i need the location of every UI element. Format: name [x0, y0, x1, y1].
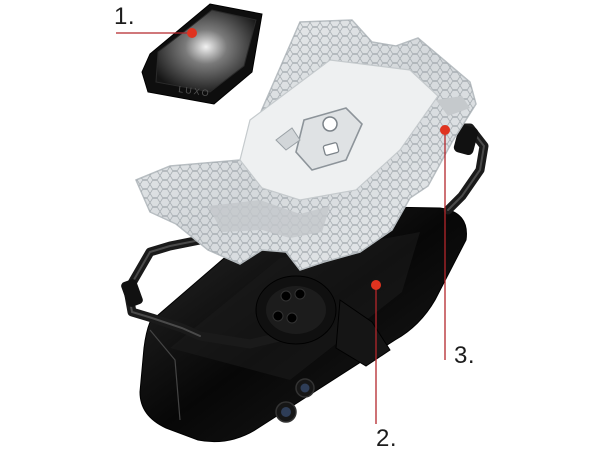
camera-cutout-icon	[295, 107, 363, 171]
ring-holder: LUXO	[141, 3, 263, 105]
camera-icon	[275, 378, 315, 423]
callout-label-2: 2.	[376, 425, 398, 452]
callout-label-3: 3.	[454, 342, 476, 369]
callout-lines	[116, 28, 450, 424]
svg-text:LUXO: LUXO	[178, 84, 212, 98]
ring-holder-engraving: LUXO	[178, 84, 212, 98]
black-bumper-frame	[121, 123, 489, 367]
case-ring-mount	[255, 275, 337, 345]
clear-honeycomb-back	[135, 19, 477, 271]
callout-label-1: 1.	[114, 3, 136, 30]
